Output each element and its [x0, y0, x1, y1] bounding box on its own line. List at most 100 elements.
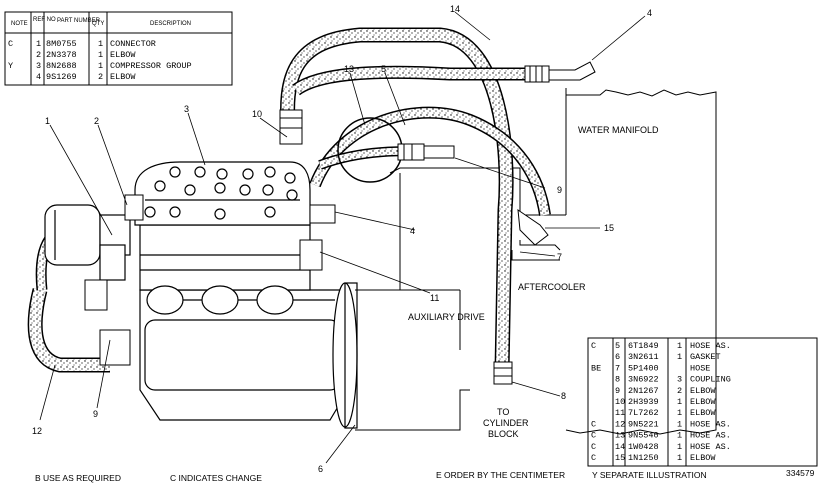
callout: 12 — [32, 426, 42, 436]
row-ref: 10 — [615, 397, 625, 407]
row-qty: 1 — [677, 397, 682, 407]
row-note: C — [591, 442, 596, 452]
callout: 10 — [252, 109, 262, 119]
row-note: C — [591, 419, 596, 429]
row-ref: 9 — [615, 386, 620, 396]
row-qty: 3 — [677, 375, 682, 385]
cylinder-label: CYLINDER — [483, 418, 529, 428]
legend-y: Y SEPARATE ILLUSTRATION — [592, 470, 707, 480]
row-ref: 5 — [615, 341, 620, 351]
row-part: 5P1400 — [628, 363, 659, 373]
header-part: PART NUMBER — [57, 18, 101, 24]
row-desc: HOSE — [690, 363, 710, 373]
row-ref: 12 — [615, 419, 625, 429]
callout: 9 — [93, 409, 98, 419]
row-desc: GASKET — [690, 352, 721, 362]
auxiliary-drive-label: AUXILIARY DRIVE — [408, 312, 485, 322]
row-desc: ELBOW — [690, 397, 716, 407]
row-ref: 1 — [36, 39, 41, 49]
water-manifold-label: WATER MANIFOLD — [578, 125, 659, 135]
row-part: 8M0755 — [46, 39, 77, 49]
header-desc: DESCRIPTION — [150, 21, 191, 27]
row-desc: COUPLING — [690, 375, 731, 385]
callout: 11 — [430, 293, 439, 303]
row-desc: HOSE AS. — [690, 419, 731, 429]
row-qty: 2 — [677, 386, 682, 396]
row-part: 3N6922 — [628, 375, 659, 385]
bottom-parts-table — [587, 337, 818, 467]
callout: 6 — [318, 464, 323, 474]
callout: 3 — [184, 104, 189, 114]
row-part: 9N5221 — [628, 419, 659, 429]
compressor — [134, 161, 358, 429]
aftercooler-label: AFTERCOOLER — [518, 282, 586, 292]
row-note: C — [591, 431, 596, 441]
callout: 13 — [344, 64, 354, 74]
callout: 4 — [410, 226, 415, 236]
row-qty: 1 — [677, 408, 682, 418]
table-row: C 5 6T1849 1 HOSE AS. — [591, 341, 731, 351]
header-qty: QTY — [92, 21, 104, 27]
engine-block-outline — [355, 88, 717, 435]
row-qty: 1 — [98, 61, 103, 71]
row-part: 2N3378 — [46, 50, 77, 60]
row-desc: HOSE AS. — [690, 341, 731, 351]
row-desc: ELBOW — [110, 50, 136, 60]
callout-numbers: 1 2 3 4 4 5 6 7 8 9 9 10 11 12 13 14 15 — [32, 4, 652, 474]
row-part: 1N1250 — [628, 453, 659, 463]
block-label: BLOCK — [488, 429, 519, 439]
row-note: BE — [591, 363, 601, 373]
top-parts-table: NOTE REF NO PART NUMBER QTY DESCRIPTION … — [4, 11, 233, 86]
callout: 4 — [647, 8, 652, 18]
row-qty: 1 — [98, 50, 103, 60]
row-part: 8N2688 — [46, 61, 77, 71]
row-ref: 2 — [36, 50, 41, 60]
row-qty: 1 — [677, 442, 682, 452]
row-ref: 7 — [615, 363, 620, 373]
header-note: NOTE — [11, 21, 28, 27]
row-desc: CONNECTOR — [110, 39, 156, 49]
to-label: TO — [497, 407, 509, 417]
table-row: Y 3 8N2688 1 COMPRESSOR GROUP — [8, 61, 192, 71]
row-part: 9N5540 — [628, 431, 659, 441]
illustration-number: 334579 — [786, 468, 815, 478]
row-part: 3N2611 — [628, 352, 659, 362]
row-desc: ELBOW — [690, 386, 716, 396]
row-qty: 1 — [677, 341, 682, 351]
row-note: C — [591, 341, 596, 351]
legend-b: B USE AS REQUIRED — [35, 473, 121, 483]
row-ref: 11 — [615, 408, 625, 418]
row-note: C — [8, 39, 13, 49]
row-desc: HOSE AS. — [690, 442, 731, 452]
row-qty: 2 — [98, 72, 103, 82]
callout: 8 — [561, 391, 566, 401]
row-part: 1W0428 — [628, 442, 659, 452]
table-row: BE 7 5P1400 HOSE — [591, 363, 710, 373]
row-part: 6T1849 — [628, 341, 659, 351]
row-desc: COMPRESSOR GROUP — [110, 61, 192, 71]
callout-leaders — [39, 11, 646, 464]
row-desc: ELBOW — [690, 453, 716, 463]
footer-legend: B USE AS REQUIRED C INDICATES CHANGE E O… — [35, 468, 815, 483]
callout: 9 — [557, 185, 562, 195]
row-ref: 3 — [36, 61, 41, 71]
governor — [44, 204, 131, 281]
elbow-fittings — [84, 194, 336, 366]
row-ref: 8 — [615, 375, 620, 385]
callout: 14 — [450, 4, 460, 14]
legend-e: E ORDER BY THE CENTIMETER — [436, 470, 565, 480]
row-desc: HOSE AS. — [690, 431, 731, 441]
row-ref: 13 — [615, 431, 625, 441]
table-row: C 1 8M0755 1 CONNECTOR — [8, 39, 156, 49]
row-note: Y — [8, 61, 13, 71]
legend-c: C INDICATES CHANGE — [170, 473, 262, 483]
row-desc: ELBOW — [110, 72, 136, 82]
